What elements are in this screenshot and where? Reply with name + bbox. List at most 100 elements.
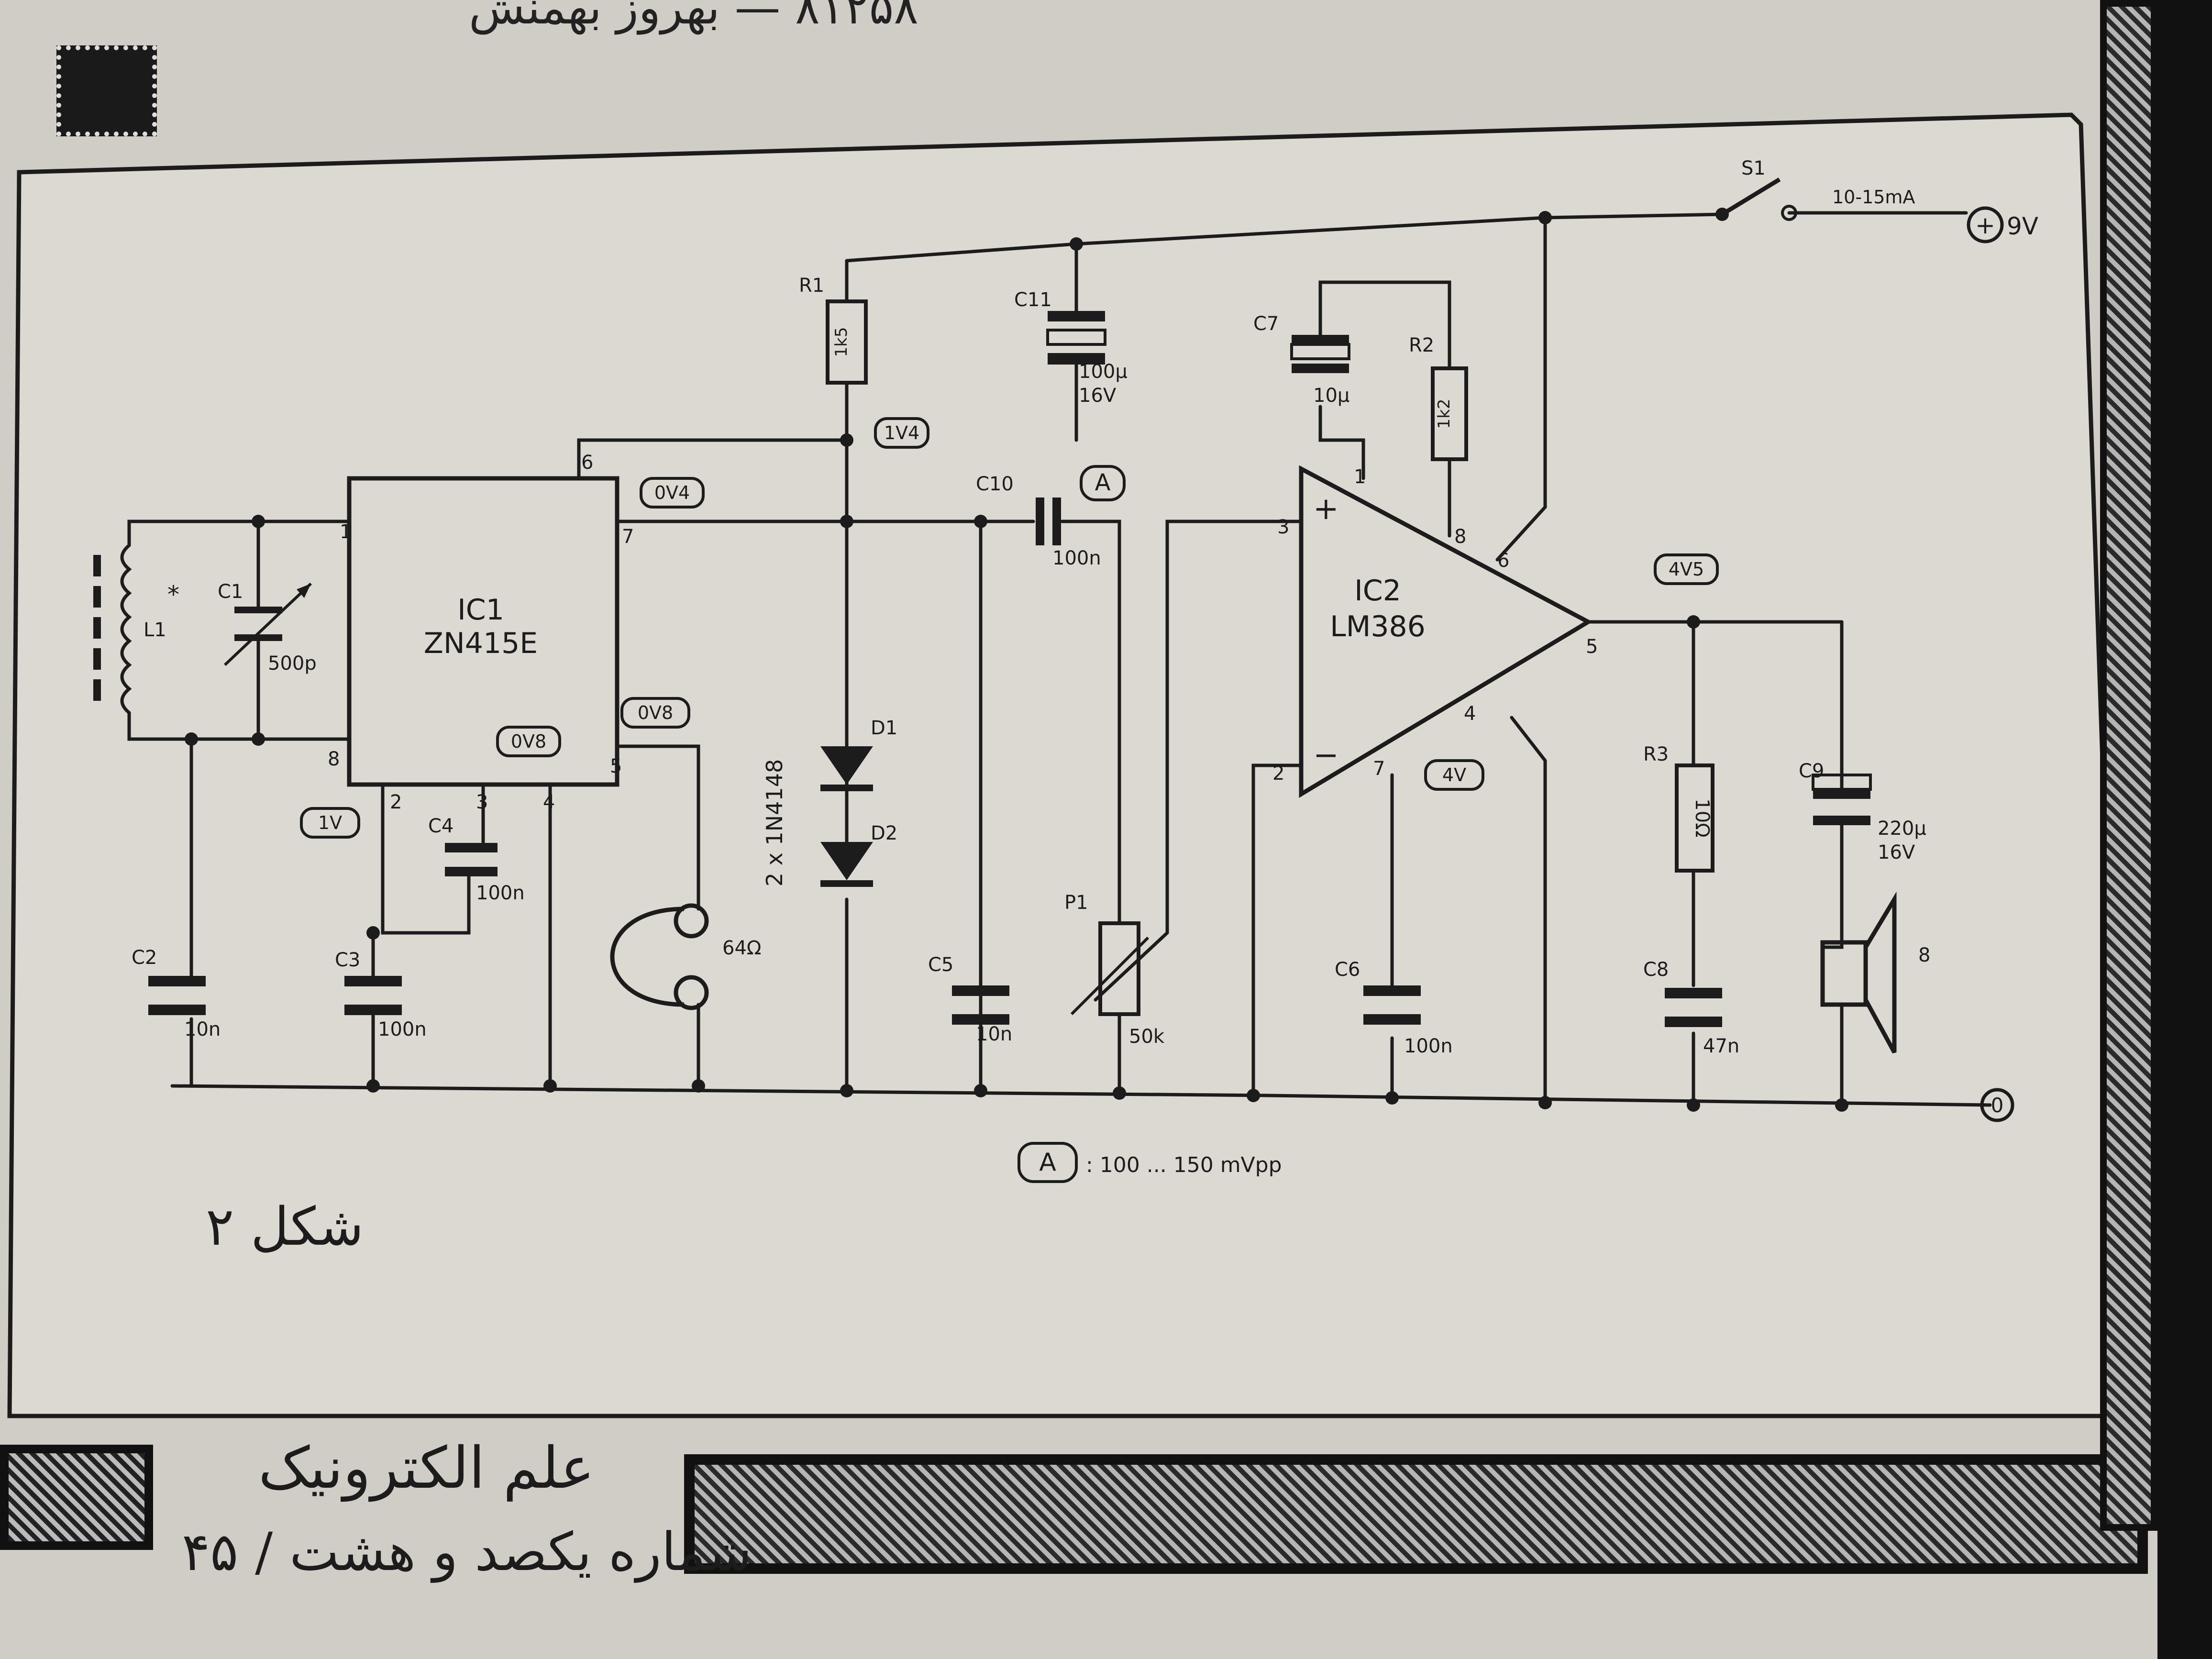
r2-resistor — [1431, 366, 1468, 461]
c5-label: C5 — [928, 954, 953, 976]
ic1-pin-1: 1 — [340, 521, 352, 543]
r2-value: 1k2 — [1435, 399, 1454, 429]
headphone-value: 64Ω — [722, 937, 761, 959]
p1-label: P1 — [1064, 892, 1088, 914]
c1-capacitor — [223, 582, 312, 666]
decor-stripe-right — [2100, 0, 2157, 1531]
ic1-pin-7: 7 — [622, 526, 634, 548]
figure-label: شکل ۲ — [206, 1196, 364, 1257]
d1-label: D1 — [871, 717, 897, 739]
ic2-pin-6: 6 — [1497, 550, 1509, 572]
c6-label: C6 — [1335, 959, 1360, 981]
tp-1v: 1V — [318, 812, 342, 833]
c2-value: 10n — [184, 1018, 221, 1040]
c8-label: C8 — [1643, 959, 1669, 981]
ic2-pin-5: 5 — [1586, 636, 1598, 658]
ic2-pin-4: 4 — [1464, 703, 1476, 725]
ic2-name: IC2 — [1354, 574, 1401, 608]
ic1-pin-3: 3 — [476, 791, 488, 813]
s1-switch — [1715, 177, 1797, 221]
r3-resistor — [1675, 763, 1714, 873]
c5-value: 10n — [976, 1023, 1012, 1045]
r3-value: 10Ω — [1691, 798, 1713, 837]
ground-label: 0 — [1991, 1094, 2004, 1117]
c7-label: C7 — [1253, 313, 1279, 335]
tp-1v4: 1V4 — [884, 422, 919, 443]
page-edge — [2157, 0, 2212, 1659]
ic1-name: IC1 — [457, 593, 504, 627]
c3-value: 100n — [378, 1018, 427, 1040]
c2-label: C2 — [132, 947, 157, 969]
r1-value: 1k5 — [832, 327, 851, 357]
ic2-pin-1: 1 — [1354, 466, 1366, 488]
p1-value: 50k — [1129, 1026, 1165, 1048]
ic1-pin-8: 8 — [328, 748, 340, 770]
l1-coil — [120, 544, 132, 714]
ic1-part: ZN415E — [424, 627, 538, 660]
r1-label: R1 — [799, 275, 824, 297]
c11-label: C11 — [1014, 289, 1052, 311]
test-point-tags — [300, 417, 1719, 1183]
l1-core — [93, 555, 101, 701]
decor-stripe-bottom — [684, 1454, 2148, 1574]
r2-label: R2 — [1409, 334, 1434, 356]
junction-dots — [185, 211, 1848, 1112]
c1-label: C1 — [218, 581, 243, 603]
c11-voltage: 16V — [1079, 385, 1117, 407]
tp-a: A — [1095, 469, 1111, 496]
ic2-triangle — [1299, 465, 1593, 798]
l1-label: L1 — [144, 619, 166, 641]
ic2-pin-3: 3 — [1277, 516, 1289, 538]
r1-resistor — [826, 299, 868, 385]
decor-stripe-left — [0, 1445, 153, 1550]
tp-4v: 4V — [1442, 764, 1466, 785]
ic1-pin-5: 5 — [610, 755, 622, 777]
magazine-title: علم الکترونیک — [258, 1435, 595, 1502]
c8-value: 47n — [1703, 1035, 1739, 1057]
c10-value: 100n — [1052, 547, 1101, 569]
c9-label: C9 — [1799, 760, 1824, 782]
c9-outline — [1812, 774, 1872, 791]
d2-label: D2 — [871, 822, 897, 844]
s1-label: S1 — [1741, 157, 1766, 179]
ic1-box — [347, 476, 619, 787]
ic2-minus-sign: − — [1313, 738, 1339, 773]
diodes-label: 2 x 1N4148 — [762, 759, 787, 886]
c7-value: 10µ — [1313, 385, 1349, 407]
note-marker: A — [1039, 1148, 1056, 1177]
tp-0v4: 0V4 — [654, 482, 690, 503]
supply-voltage: 9V — [2007, 212, 2038, 240]
capacitor-plates — [148, 311, 1870, 1027]
headphone-icon — [610, 903, 709, 1010]
tp-4v5: 4V5 — [1669, 559, 1704, 580]
ic1-pin-6: 6 — [581, 452, 593, 474]
ground-terminal-icon — [1980, 1088, 2014, 1122]
ic2-pin-2: 2 — [1272, 763, 1284, 785]
header-author-line: ۸۱۲۵۸ — بهروز بهمنش — [469, 0, 918, 34]
ic2-pin-7: 7 — [1373, 758, 1385, 780]
tp-0v8a: 0V8 — [638, 702, 673, 723]
ic2-pin-8: 8 — [1454, 526, 1466, 548]
c4-value: 100n — [476, 882, 525, 904]
tp-0v8b: 0V8 — [511, 731, 546, 752]
c4-label: C4 — [428, 815, 453, 837]
c11-value: 100µ — [1079, 361, 1128, 383]
c9-value: 220µ — [1878, 818, 1926, 840]
c6-value: 100n — [1404, 1035, 1453, 1057]
wires — [127, 211, 1992, 1107]
supply-terminal-icon — [1967, 206, 2004, 243]
c3-label: C3 — [335, 949, 360, 971]
ic2-part: LM386 — [1330, 610, 1426, 643]
diodes — [820, 660, 873, 887]
c9-voltage: 16V — [1878, 841, 1915, 863]
supply-plus: + — [1975, 211, 1995, 239]
issue-number: شماره یکصد و هشت / ۴۵ — [182, 1521, 752, 1582]
p1-wiper — [1070, 936, 1150, 1016]
section-logo-icon — [56, 45, 157, 136]
c11-outline — [1046, 329, 1106, 346]
ic1-pin-2: 2 — [390, 791, 402, 813]
supply-current: 10-15mA — [1832, 187, 1915, 208]
c10-label: C10 — [976, 473, 1014, 495]
